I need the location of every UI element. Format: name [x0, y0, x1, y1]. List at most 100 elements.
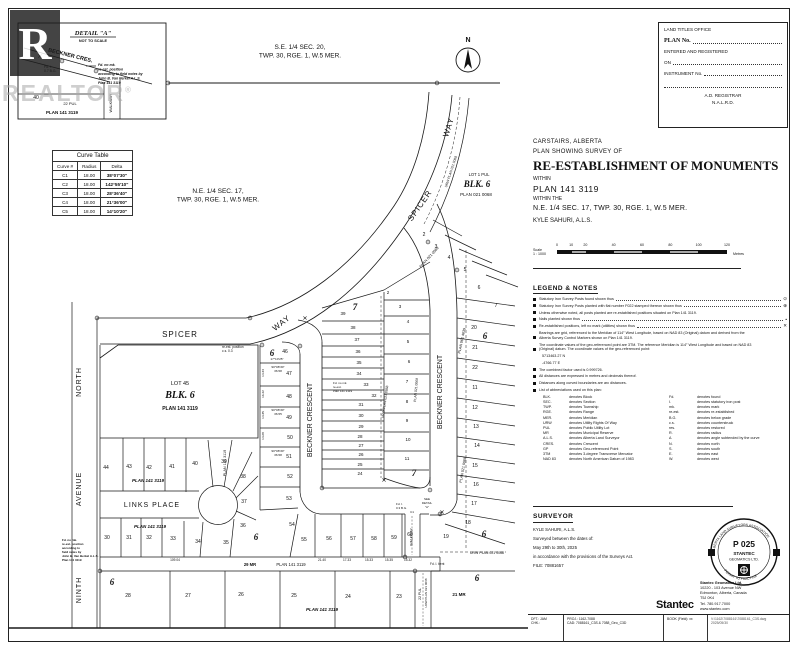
legend-item: List of abbreviations used on this plan: [533, 388, 787, 393]
plat-label: PLAN 021 0068 [460, 192, 492, 197]
plat-label: 48 [286, 394, 292, 400]
plat-label: 36.58 [274, 453, 282, 457]
abbr-cell: denotes Public Utility Lot [569, 425, 610, 430]
stamp-company-1: STANTEC [733, 551, 755, 556]
plat-label: 15.35 [385, 558, 393, 562]
legend-notes: LEGEND & NOTES Statutory Iron Survey Pos… [533, 277, 787, 461]
surveyor-block: SURVEYOR KYLE SAHURI, A.L.S. Surveyed be… [533, 513, 708, 571]
plat-label: 2 [387, 290, 390, 295]
abbr-cell: PUL [543, 425, 551, 430]
plat-label: 19 [443, 534, 449, 540]
plat-label: 54 [289, 522, 295, 528]
plat-label: PLAN 141 3119 [276, 562, 306, 567]
legend-symbol-icon: • [785, 316, 787, 322]
permit-number: P 025 [733, 539, 755, 549]
plat-label: 49 [286, 415, 292, 421]
surveyor-name-line: KYLE SAHURI, A.L.S. [533, 527, 576, 533]
abbr-cell: denotes Utility Rights Of Way [569, 420, 617, 425]
legend-item: Unless otherwise noted, all posts plante… [533, 311, 787, 316]
abbr-cell: c.s. [669, 420, 675, 425]
plat-label: DETAIL "A" [74, 30, 112, 37]
found-monument-icon [97, 568, 103, 574]
plat-label: 36 [240, 523, 246, 529]
plat-label: 17°10'25" [270, 357, 283, 361]
plat-label: Fd. no mk. [98, 63, 116, 67]
plat-label: 33 [363, 382, 369, 387]
plat-label: 39 [340, 311, 346, 316]
plat-label: re-est. position [62, 542, 84, 546]
found-monument-icon [94, 315, 100, 321]
abbr-cell: denotes Crescent [569, 441, 598, 446]
north-arrow [455, 47, 481, 73]
legend-item: Nails planted shown thus• [533, 317, 787, 322]
plat-label: 59 [391, 535, 397, 541]
plat-label: 26 [358, 452, 364, 457]
realtor-logo-letter: R [18, 17, 52, 69]
plat-label: 16 [473, 482, 479, 488]
realtor-logo-watermark: R [10, 10, 60, 76]
legend-symbol-icon: ⊙ [783, 296, 787, 302]
plat-label: 90°08'30" [271, 449, 284, 453]
abbr-cell: denotes counterstruck [697, 420, 734, 425]
plat-label: 40 [192, 461, 198, 467]
abbr-cell: MR [543, 431, 549, 436]
plat-label: 58 [371, 536, 377, 542]
land-titles-title: LAND TITLES OFFICE [664, 27, 712, 32]
plat-label: BLK. 6 [164, 390, 194, 401]
abbr-cell: RGE. [543, 410, 553, 415]
abbr-cell: denotes statutory iron post [697, 400, 741, 404]
abbr-cell: re-est. [669, 410, 680, 415]
plat-label: Plan 141 3119 [62, 558, 82, 562]
legend-item: Re-established positions, left no mark (… [533, 324, 787, 329]
plat-label: 21 [472, 345, 478, 351]
plat-label: 34 [356, 371, 362, 376]
plat-label: according to field notes by [98, 72, 144, 76]
abbr-cell: SEC. [543, 400, 552, 404]
no-mark-position-icon [382, 478, 386, 482]
plat-label: 5 [464, 267, 467, 273]
legend-extra-line: -4766.77 E [542, 360, 561, 365]
plat-label: N [465, 37, 470, 44]
plat-label: re-est. [333, 385, 342, 389]
plat-label: 15 [472, 463, 478, 469]
plat-label: 35 [356, 360, 362, 365]
plat-label: 14 [474, 443, 480, 449]
curve-table-title: Curve Table [51, 150, 134, 162]
plat-label: 27 [358, 443, 364, 448]
plat-label: BLK. 6 [463, 179, 491, 189]
abbr-cell: URW [543, 420, 552, 425]
plat-label: 29 [358, 424, 364, 429]
delta-col-header: Delta [100, 161, 134, 171]
plat-label: c.s. 0.3 [222, 349, 233, 353]
abbr-cell: S. [669, 446, 673, 451]
plat-label: Fd. no mk. [62, 538, 77, 542]
abbr-cell: MER. [543, 415, 553, 420]
plat-label: LOT 45 [171, 381, 189, 387]
cad-file: CAD: 7088161_C3S & 7088_Geo_C3D [567, 621, 627, 626]
plat-label: WALKWAY [109, 93, 113, 112]
plat-label: re-est. position [98, 68, 123, 72]
permit-stamp: ALBERTA LAND SURVEYORS ASSOCIATION PERMI… [708, 518, 780, 586]
plat-label: Fd. no mk. [333, 381, 347, 385]
plat-label: 56 [326, 536, 332, 542]
plat-label: 3 [399, 304, 402, 309]
plat-label: 4 [407, 319, 410, 324]
plat-label: 24 [357, 471, 363, 476]
plat-label: according to [62, 546, 80, 550]
plat-label: 27 [185, 593, 191, 599]
plot-date: 2025/05/30 [711, 621, 728, 626]
plat-label: 7 [406, 379, 409, 384]
legend-extra-line: 5713463.27 N [542, 353, 566, 358]
plat-label: 43 [126, 464, 132, 470]
plat-label: 32 [146, 535, 152, 541]
surveyor-name: KYLE SAHURI, A.L.S. [533, 217, 593, 224]
checked-by: CHK.: [531, 621, 541, 626]
file-number: FILE: 70881657 [533, 562, 564, 568]
plat-label: 0.3 B.G. [396, 506, 407, 510]
plat-label: 30 [104, 535, 110, 541]
abbr-cell: Δ [669, 436, 672, 441]
plat-label: 36 [355, 349, 361, 354]
abbr-cell: denotes angle subtended by the curve [697, 436, 760, 441]
